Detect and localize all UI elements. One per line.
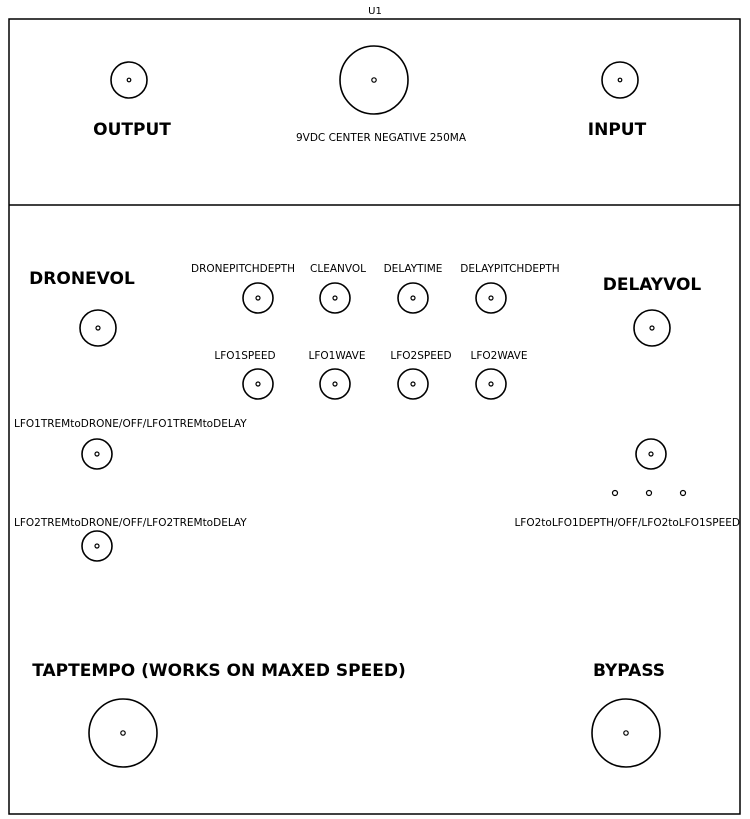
lfo2tolfo1-switch-positions xyxy=(611,489,687,497)
dronepitchdepth-knob xyxy=(242,282,274,314)
bypass-footswitch xyxy=(591,698,661,768)
power-jack xyxy=(339,45,409,115)
lfo2trem-switch xyxy=(81,530,113,562)
cleanvol-knob xyxy=(319,282,351,314)
lfo1trem-label: LFO1TREMtoDRONE/OFF/LFO1TREMtoDELAY xyxy=(14,418,247,430)
lfo2wave-label: LFO2WAVE xyxy=(471,350,528,362)
dronevol-knob xyxy=(79,309,117,347)
delaypitchdepth-label: DELAYPITCHDEPTH xyxy=(460,263,559,275)
lfo1wave-knob xyxy=(319,368,351,400)
cleanvol-label: CLEANVOL xyxy=(310,263,366,275)
delaytime-knob xyxy=(397,282,429,314)
delaypitchdepth-knob xyxy=(475,282,507,314)
enclosure-outline xyxy=(8,18,741,815)
dronepitchdepth-label: DRONEPITCHDEPTH xyxy=(191,263,295,275)
power-label: 9VDC CENTER NEGATIVE 250MA xyxy=(296,132,467,144)
bypass-label: BYPASS xyxy=(593,661,665,681)
output-jack xyxy=(110,61,148,99)
lfo1speed-label: LFO1SPEED xyxy=(214,350,275,362)
taptempo-label: TAPTEMPO (WORKS ON MAXED SPEED) xyxy=(32,661,405,681)
lfo2speed-label: LFO2SPEED xyxy=(390,350,451,362)
dronevol-label: DRONEVOL xyxy=(29,269,135,289)
output-label: OUTPUT xyxy=(93,120,171,140)
delaytime-label: DELAYTIME xyxy=(384,263,443,275)
input-label: INPUT xyxy=(588,120,647,140)
delayvol-knob xyxy=(633,309,671,347)
delayvol-label: DELAYVOL xyxy=(603,275,702,295)
input-jack xyxy=(601,61,639,99)
lfo2tolfo1-label: LFO2toLFO1DEPTH/OFF/LFO2toLFO1SPEED xyxy=(514,517,740,529)
enclosure-title: U1 xyxy=(368,6,382,17)
lfo1wave-label: LFO1WAVE xyxy=(309,350,366,362)
lfo2tolfo1-switch xyxy=(635,438,667,470)
lfo2trem-label: LFO2TREMtoDRONE/OFF/LFO2TREMtoDELAY xyxy=(14,517,247,529)
lfo2wave-knob xyxy=(475,368,507,400)
lfo1speed-knob xyxy=(242,368,274,400)
taptempo-footswitch xyxy=(88,698,158,768)
lfo1trem-switch xyxy=(81,438,113,470)
lfo2speed-knob xyxy=(397,368,429,400)
